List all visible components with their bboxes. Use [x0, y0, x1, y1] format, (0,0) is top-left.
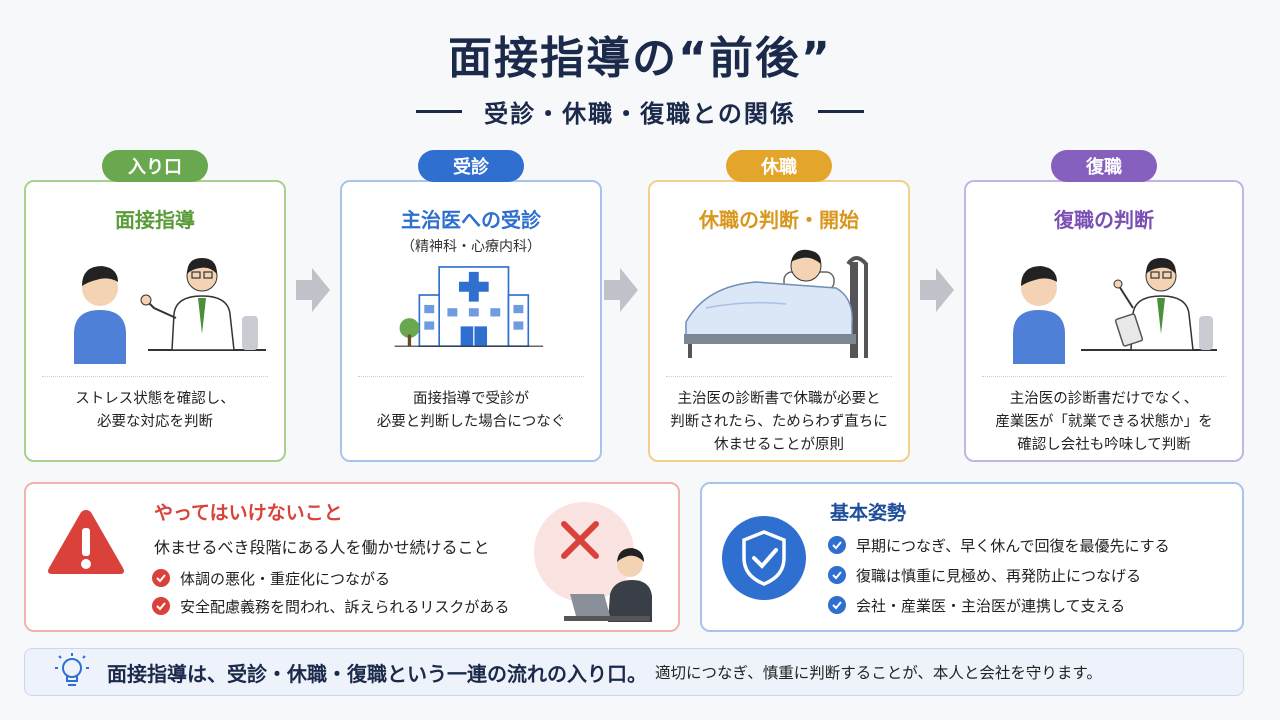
check-icon: [828, 596, 846, 614]
doctor-icon: [140, 258, 258, 351]
basic-stance-panel: 基本姿勢 早期につなぎ、早く休んで回復を最優先にする 復職は慎重に見極め、再発防…: [700, 482, 1244, 632]
warning-icon: [48, 510, 124, 574]
stage-description: 主治医の診断書で休職が必要と 判断されたら、ためらわず直ちに 休ませることが原則: [670, 391, 888, 454]
stage-tag: 入り口: [102, 150, 208, 182]
list-item: 会社・産業医・主治医が連携して支える: [828, 590, 1170, 620]
basic-list: 早期につなぎ、早く休んで回復を最優先にする 復職は慎重に見極め、再発防止につなげ…: [828, 530, 1170, 620]
stage-heading: 復職の判断: [1054, 208, 1154, 232]
stage-heading: 面接指導: [115, 208, 195, 232]
stage-card: 復職の判断 主治医の診断書だけでなく、 産業医が「就業でき: [964, 180, 1244, 462]
subtitle-dash-right: [817, 110, 864, 113]
warning-item-text: 安全配慮義務を問われ、訴えられるリスクがある: [180, 597, 510, 616]
card-divider: [42, 376, 268, 377]
summary-main-text: 面接指導は、受診・休職・復職という一連の流れの入り口。: [107, 661, 647, 686]
stage-subheading: （精神科・心療内科）: [401, 239, 541, 255]
interview-illustration: [74, 258, 266, 364]
stage-description: 面接指導で受診が 必要と判断した場合につなぐ: [376, 391, 566, 431]
stage-leave: 休職 休職の判断・開始 主治医の診断書で休職が必要と 判断されたら、ためらわず直…: [648, 150, 910, 462]
basic-item-text: 復職は慎重に見極め、再発防止につなげる: [856, 566, 1142, 585]
hospital-icon: [394, 266, 544, 348]
page-title: 面接指導の“前後”: [448, 33, 832, 84]
arrow-right-icon: [604, 268, 638, 312]
warning-panel: やってはいけないこと 休ませるべき段階にある人を働かせ続けること 体調の悪化・重…: [24, 482, 680, 632]
check-icon: [828, 536, 846, 554]
arrow-right-icon: [920, 268, 954, 312]
warning-title: やってはいけないこと: [154, 502, 343, 524]
stage-tag: 復職: [1051, 150, 1157, 182]
bed-patient-icon: [684, 249, 868, 358]
stage-return: 復職 復職の判断 主治医の診断書だけでなく、: [964, 150, 1244, 462]
basic-title: 基本姿勢: [830, 502, 907, 524]
page-subtitle: 受診・休職・復職との関係: [484, 100, 796, 128]
stage-description: ストレス状態を確認し、 必要な対応を判断: [75, 391, 235, 431]
shield-icon: [722, 516, 806, 600]
check-icon: [152, 569, 170, 587]
stage-tag: 休職: [726, 150, 832, 182]
arrow-right-icon: [296, 268, 330, 312]
warning-item-text: 体調の悪化・重症化につながる: [180, 569, 391, 588]
card-divider: [982, 376, 1226, 377]
return-illustration: [1013, 258, 1217, 364]
laptop-worker-icon: [534, 502, 652, 622]
stage-consult: 受診 主治医への受診 （精神科・心療内科） 面接指導で受診が 必要と判断した場合…: [340, 150, 602, 462]
list-item: 体調の悪化・重症化につながる: [152, 564, 509, 592]
x-mark-icon: [561, 521, 599, 559]
list-item: 安全配慮義務を問われ、訴えられるリスクがある: [152, 592, 509, 620]
doctor-icon: [1113, 258, 1213, 351]
warning-list: 体調の悪化・重症化につながる 安全配慮義務を問われ、訴えられるリスクがある: [152, 564, 509, 620]
stage-heading: 休職の判断・開始: [699, 208, 859, 232]
list-item: 早期につなぎ、早く休んで回復を最優先にする: [828, 530, 1170, 560]
person-icon: [74, 266, 126, 364]
stage-card: 面接指導 ストレス状態を確認し、 必要な対応を判断: [24, 180, 286, 462]
basic-item-text: 会社・産業医・主治医が連携して支える: [856, 596, 1126, 615]
basic-item-text: 早期につなぎ、早く休んで回復を最優先にする: [856, 536, 1170, 555]
subtitle-row: 受診・休職・復職との関係: [0, 94, 1280, 129]
warning-lead: 休ませるべき段階にある人を働かせ続けること: [154, 538, 490, 557]
stage-description: 主治医の診断書だけでなく、 産業医が「就業できる状態か」を 確認し会社も吟味して…: [995, 391, 1213, 454]
check-icon: [152, 597, 170, 615]
check-icon: [828, 566, 846, 584]
person-icon: [1013, 266, 1065, 364]
list-item: 復職は慎重に見極め、再発防止につなげる: [828, 560, 1170, 590]
summary-bar: 面接指導は、受診・休職・復職という一連の流れの入り口。 適切につなぎ、慎重に判断…: [24, 648, 1244, 696]
stage-card: 休職の判断・開始 主治医の診断書で休職が必要と 判断されたら、ためらわず直ちに …: [648, 180, 910, 462]
stage-card: 主治医への受診 （精神科・心療内科） 面接指導で受診が 必要と判断した場合につな…: [340, 180, 602, 462]
subtitle-dash-left: [416, 110, 463, 113]
card-divider: [358, 376, 584, 377]
stage-tag: 受診: [418, 150, 524, 182]
lightbulb-icon: [55, 653, 89, 686]
summary-rest-text: 適切につなぎ、慎重に判断することが、本人と会社を守ります。: [655, 664, 1102, 682]
stage-heading: 主治医への受診: [401, 208, 541, 232]
card-divider: [666, 376, 892, 377]
stage-entry: 入り口 面接指導 ストレス状態を確認し、 必要な対応を判断: [24, 150, 286, 462]
